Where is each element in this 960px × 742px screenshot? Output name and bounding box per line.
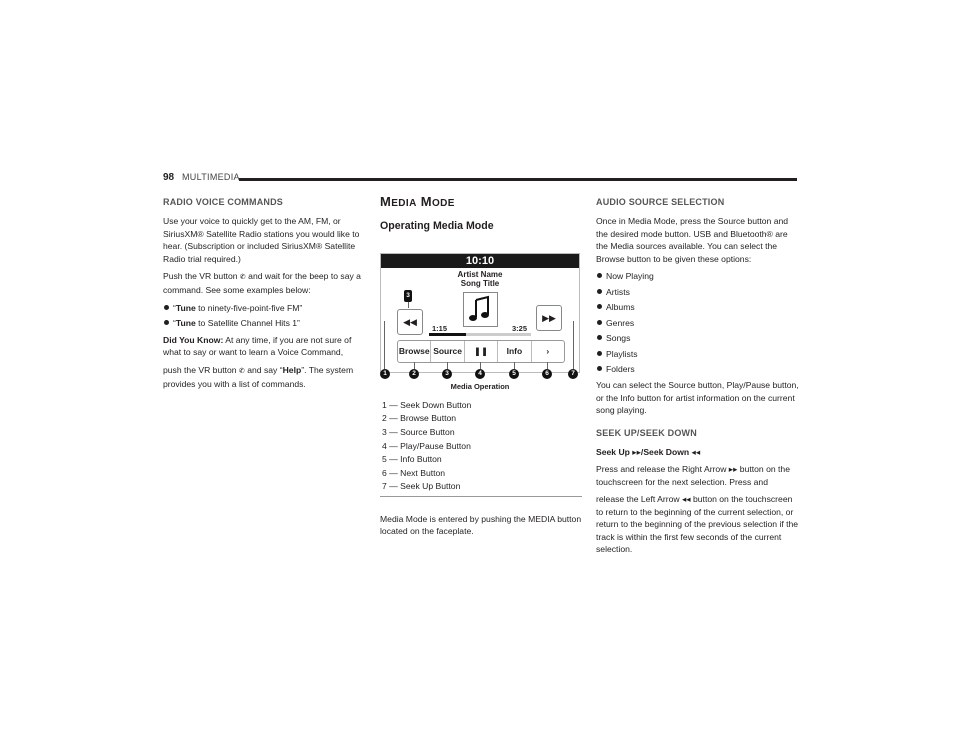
text: “ — [173, 302, 176, 313]
callout-number: 6 — [542, 368, 552, 379]
paragraph-seek-2: release the Left Arrow ◂◂ button on the … — [596, 494, 799, 554]
leader-line — [547, 361, 548, 369]
media-screen: 10:10 Artist Name Song Title ◀◀ ▶▶ 1:15 … — [380, 252, 580, 373]
list-item: Songs — [596, 332, 799, 344]
list-item: Playlists — [596, 348, 799, 360]
callout-legend: 1 — Seek Down Button 2 — Browse Button 3… — [380, 399, 582, 497]
legend-item: 6 — Next Button — [382, 467, 446, 478]
text: and wait for the beep to say a command. … — [163, 271, 361, 296]
browse-options-list: Now Playing Artists Albums Genres Songs … — [596, 270, 799, 375]
text: At any time, if you are not sure of what… — [163, 334, 352, 358]
seek-up-button[interactable]: ▶▶ — [536, 304, 562, 331]
legend-item: 3 — Source Button — [382, 427, 455, 437]
legend-item: 4 — Play/Pause Button — [382, 440, 471, 451]
browse-button[interactable]: Browse — [398, 340, 432, 362]
page-header: 98 MULTIMEDIA — [163, 172, 797, 186]
vr-button-icon: ✆ — [238, 367, 245, 375]
column-3: AUDIO SOURCE SELECTION Once in Media Mod… — [596, 192, 799, 560]
elapsed-time: 1:15 — [432, 323, 448, 333]
section-title: MULTIMEDIA — [182, 172, 240, 182]
column-2: MEDIA MODE Operating Media Mode 10:10 Ar… — [380, 192, 582, 543]
examples-list: “Tune to ninety-five-point-five FM” “Tun… — [163, 302, 363, 330]
leader-line — [384, 320, 385, 369]
paragraph-intro: Use your voice to quickly get to the AM,… — [163, 216, 360, 264]
list-item: “Tune to Satellite Channel Hits 1” — [163, 317, 363, 329]
text: push the VR button — [163, 364, 239, 375]
text: to Satellite Channel Hits 1” — [195, 318, 300, 329]
text: and say “ — [244, 364, 283, 375]
source-button[interactable]: Source — [431, 340, 465, 362]
seek-down-button[interactable]: ◀◀ — [397, 308, 423, 335]
heading-seek: SEEK UP/SEEK DOWN — [596, 427, 697, 438]
callout-number: 5 — [509, 368, 519, 379]
column-1: RADIO VOICE COMMANDS Use your voice to q… — [163, 192, 363, 395]
callout-number: 2 — [409, 368, 419, 379]
paragraph-seek-1: Press and release the Right Arrow ▸▸ but… — [596, 464, 790, 487]
page-number: 98 — [163, 172, 175, 183]
text: “ — [173, 318, 176, 329]
callout-number: 3 — [404, 289, 412, 302]
progress-bar[interactable] — [429, 332, 531, 336]
heading-media-mode: MEDIA MODE — [380, 194, 582, 210]
control-bar: Browse Source ❚❚ Info › — [397, 339, 565, 363]
header-rule — [239, 178, 797, 181]
clock: 10:10 — [381, 253, 579, 268]
paragraph-source: Once in Media Mode, press the Source but… — [596, 216, 789, 264]
did-you-know-label: Did You Know: — [163, 334, 224, 345]
paragraph-help: push the VR button ✆ and say “Help”. The… — [163, 364, 363, 391]
list-item: “Tune to ninety-five-point-five FM” — [163, 302, 363, 314]
list-item: Albums — [596, 301, 799, 313]
text: EDIA — [391, 198, 417, 209]
text: M — [416, 194, 432, 209]
list-item: Genres — [596, 317, 799, 329]
media-operation-figure: 10:10 Artist Name Song Title ◀◀ ▶▶ 1:15 … — [380, 252, 580, 391]
help-command: Help — [282, 364, 302, 375]
list-item: Artists — [596, 286, 799, 298]
text: M — [380, 194, 392, 209]
legend-item: 5 — Info Button — [382, 454, 442, 465]
leader-line — [514, 361, 515, 369]
seek-line: Seek Up ▸▸/Seek Down ◂◂ — [596, 447, 701, 458]
text: ODE — [431, 198, 455, 209]
leader-line — [573, 320, 574, 369]
list-item: Folders — [596, 363, 799, 375]
callout-number: 4 — [475, 368, 485, 379]
info-button[interactable]: Info — [498, 340, 532, 362]
legend-item: 7 — Seek Up Button — [382, 481, 461, 492]
text: to ninety-five-point-five FM” — [195, 302, 303, 313]
music-note-icon — [469, 295, 489, 321]
leader-line — [408, 301, 409, 308]
heading-radio-voice-commands: RADIO VOICE COMMANDS — [163, 197, 284, 207]
track-info: Artist Name Song Title — [381, 270, 579, 288]
callout-number: 7 — [568, 368, 578, 379]
vr-button-icon: ✆ — [239, 274, 246, 282]
list-item: Now Playing — [596, 270, 799, 282]
callout-number: 1 — [380, 368, 390, 379]
subheading-operating-media-mode: Operating Media Mode — [380, 220, 494, 233]
figure-caption: Media Operation — [450, 381, 510, 391]
paragraph-did-you-know: Did You Know: At any time, if you are no… — [163, 334, 363, 359]
leader-line — [480, 361, 481, 369]
pause-button[interactable]: ❚❚ — [465, 340, 499, 362]
total-time: 3:25 — [512, 323, 528, 333]
command-word: Tune — [175, 302, 196, 313]
next-button[interactable]: › — [546, 346, 550, 357]
legend-item: 2 — Browse Button — [382, 413, 457, 424]
artist-name: Artist Name — [457, 269, 503, 279]
paragraph-vr: Push the VR button ✆ and wait for the be… — [163, 270, 363, 297]
legend-item: 1 — Seek Down Button — [382, 399, 472, 410]
song-title: Song Title — [460, 278, 500, 288]
leader-line — [447, 361, 448, 369]
command-word: Tune — [175, 318, 196, 329]
progress-fill — [429, 332, 466, 336]
text: Push the VR button — [163, 271, 240, 282]
leader-line — [414, 361, 415, 369]
heading-audio-source-selection: AUDIO SOURCE SELECTION — [596, 197, 725, 207]
callout-number: 3 — [442, 368, 452, 379]
paragraph-media-mode: Media Mode is entered by pushing the MED… — [380, 513, 582, 537]
album-art — [463, 291, 498, 327]
text: ”. The system provides you with a list o… — [163, 364, 354, 389]
paragraph-select: You can select the Source button, Play/P… — [596, 380, 799, 416]
